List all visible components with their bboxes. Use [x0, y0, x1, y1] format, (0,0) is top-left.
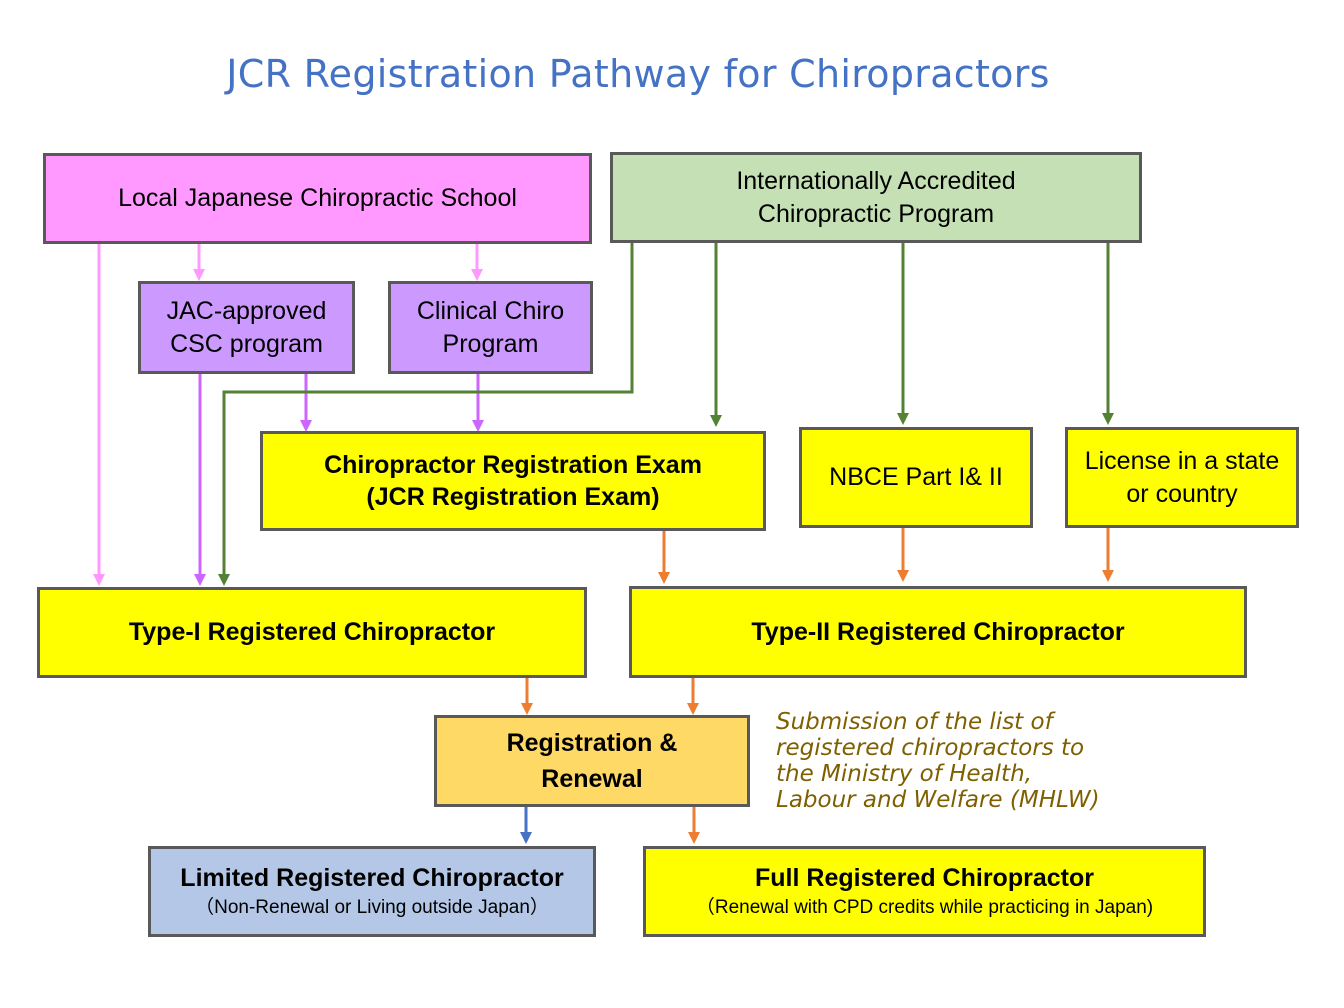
node-full: Full Registered Chiropractor （Renewal wi…	[643, 846, 1206, 937]
node-label: Type-II Registered Chiropractor	[751, 617, 1125, 646]
node-title: Full Registered Chiropractor	[755, 863, 1094, 892]
node-label: License in a state or country	[1084, 447, 1280, 508]
node-label: Internationally Accredited Chiropractic …	[736, 167, 1016, 228]
node-license: License in a state or country	[1065, 427, 1299, 528]
diagram-title: JCR Registration Pathway for Chiropracto…	[226, 52, 1050, 96]
node-label: Clinical Chiro Program	[416, 297, 565, 358]
node-label: Local Japanese Chiropractic School	[118, 184, 517, 213]
arrow-intl-to-type1	[218, 242, 634, 586]
node-subtitle: （Non-Renewal or Living outside Japan）	[195, 897, 549, 919]
node-label: JAC-approved CSC program	[166, 297, 327, 358]
node-intl-program: Internationally Accredited Chiropractic …	[610, 152, 1142, 243]
node-clinical-chiro: Clinical Chiro Program	[388, 281, 593, 374]
node-subtitle: （Renewal with CPD credits while practici…	[695, 897, 1154, 919]
node-type1: Type-I Registered Chiropractor	[37, 587, 587, 678]
node-local-school: Local Japanese Chiropractic School	[43, 153, 592, 244]
node-label: Registration & Renewal	[506, 728, 678, 793]
node-nbce: NBCE Part I& II	[799, 427, 1033, 528]
node-label: Chiropractor Registration Exam (JCR Regi…	[324, 450, 702, 512]
node-label: Type-I Registered Chiropractor	[128, 618, 496, 647]
node-type2: Type-II Registered Chiropractor	[629, 586, 1247, 678]
node-limited: Limited Registered Chiropractor （Non-Ren…	[148, 846, 596, 937]
node-registration-renewal: Registration & Renewal	[434, 715, 750, 807]
mhlw-note: Submission of the list of registered chi…	[776, 709, 1100, 813]
node-registration-exam: Chiropractor Registration Exam (JCR Regi…	[260, 431, 766, 531]
node-title: Limited Registered Chiropractor	[180, 863, 564, 892]
node-jac-csc: JAC-approved CSC program	[138, 281, 355, 374]
node-label: NBCE Part I& II	[829, 463, 1003, 492]
